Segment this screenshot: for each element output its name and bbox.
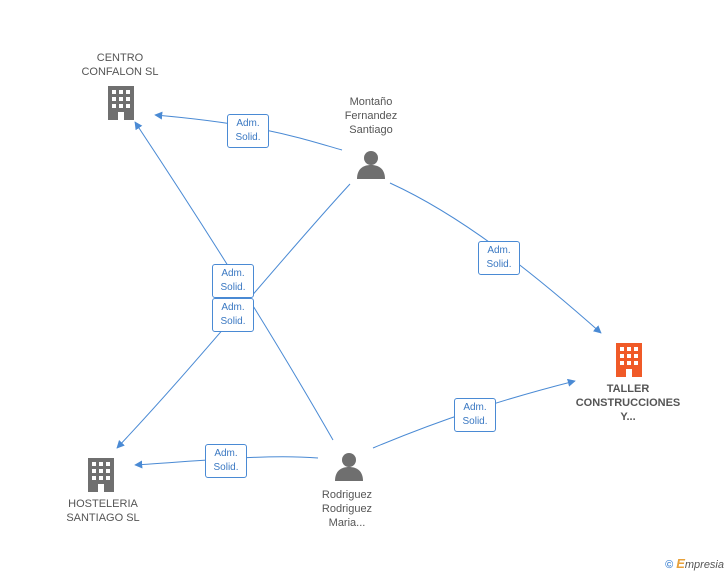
label-line: HOSTELERIA (68, 498, 138, 510)
label-line: CONFALON SL (81, 66, 159, 78)
label-line: Fernandez (344, 110, 398, 122)
brand-initial: E (676, 556, 685, 571)
edge-badge-montano-centro[interactable]: Adm. Solid. (227, 114, 269, 148)
badge-line: Adm. (214, 448, 238, 459)
node-label-centro-confalon[interactable]: CENTRO CONFALON SL (65, 51, 175, 79)
label-line: CONSTRUCCIONES (575, 397, 681, 409)
badge-line: Solid. (220, 316, 246, 327)
edge-badge-rodriguez-taller[interactable]: Adm. Solid. (454, 398, 496, 432)
building-icon[interactable] (616, 343, 642, 377)
edge-badge-montano-taller[interactable]: Adm. Solid. (478, 241, 520, 275)
label-line: Rodriguez (321, 503, 373, 515)
badge-line: Adm. (236, 118, 260, 129)
node-label-taller[interactable]: TALLER CONSTRUCCIONES Y... (568, 382, 688, 424)
node-label-rodriguez[interactable]: Rodriguez Rodriguez Maria... (297, 488, 397, 530)
label-line: Y... (620, 411, 636, 423)
edge-badge-rodriguez-centro[interactable]: Adm. Solid. (212, 264, 254, 298)
label-line: TALLER (606, 383, 650, 395)
person-icon[interactable] (357, 151, 385, 179)
badge-line: Adm. (221, 302, 245, 313)
brand-name: mpresia (684, 559, 724, 571)
label-line: Maria... (328, 517, 366, 529)
badge-line: Solid. (220, 282, 246, 293)
badge-line: Solid. (462, 416, 488, 427)
label-line: CENTRO (96, 52, 144, 64)
badge-line: Solid. (235, 132, 261, 143)
badge-line: Adm. (487, 245, 511, 256)
label-line: Santiago (349, 124, 393, 136)
node-label-hosteleria[interactable]: HOSTELERIA SANTIAGO SL (48, 497, 158, 525)
person-icon[interactable] (335, 453, 363, 481)
edge-badge-rodriguez-hosteleria[interactable]: Adm. Solid. (205, 444, 247, 478)
badge-line: Adm. (221, 268, 245, 279)
copyright-icon: © (665, 559, 674, 571)
badge-line: Solid. (486, 259, 512, 270)
label-line: SANTIAGO SL (66, 512, 140, 524)
node-label-montano[interactable]: Montaño Fernandez Santiago (321, 95, 421, 137)
badge-line: Adm. (463, 402, 487, 413)
building-icon[interactable] (108, 86, 134, 120)
label-line: Rodriguez (321, 489, 373, 501)
badge-line: Solid. (213, 462, 239, 473)
brand-watermark[interactable]: ©Empresia (665, 556, 724, 571)
label-line: Montaño (349, 96, 393, 108)
edge-montano-centro (154, 111, 343, 151)
edge-badge-montano-hosteleria[interactable]: Adm. Solid. (212, 298, 254, 332)
building-icon[interactable] (88, 458, 114, 492)
